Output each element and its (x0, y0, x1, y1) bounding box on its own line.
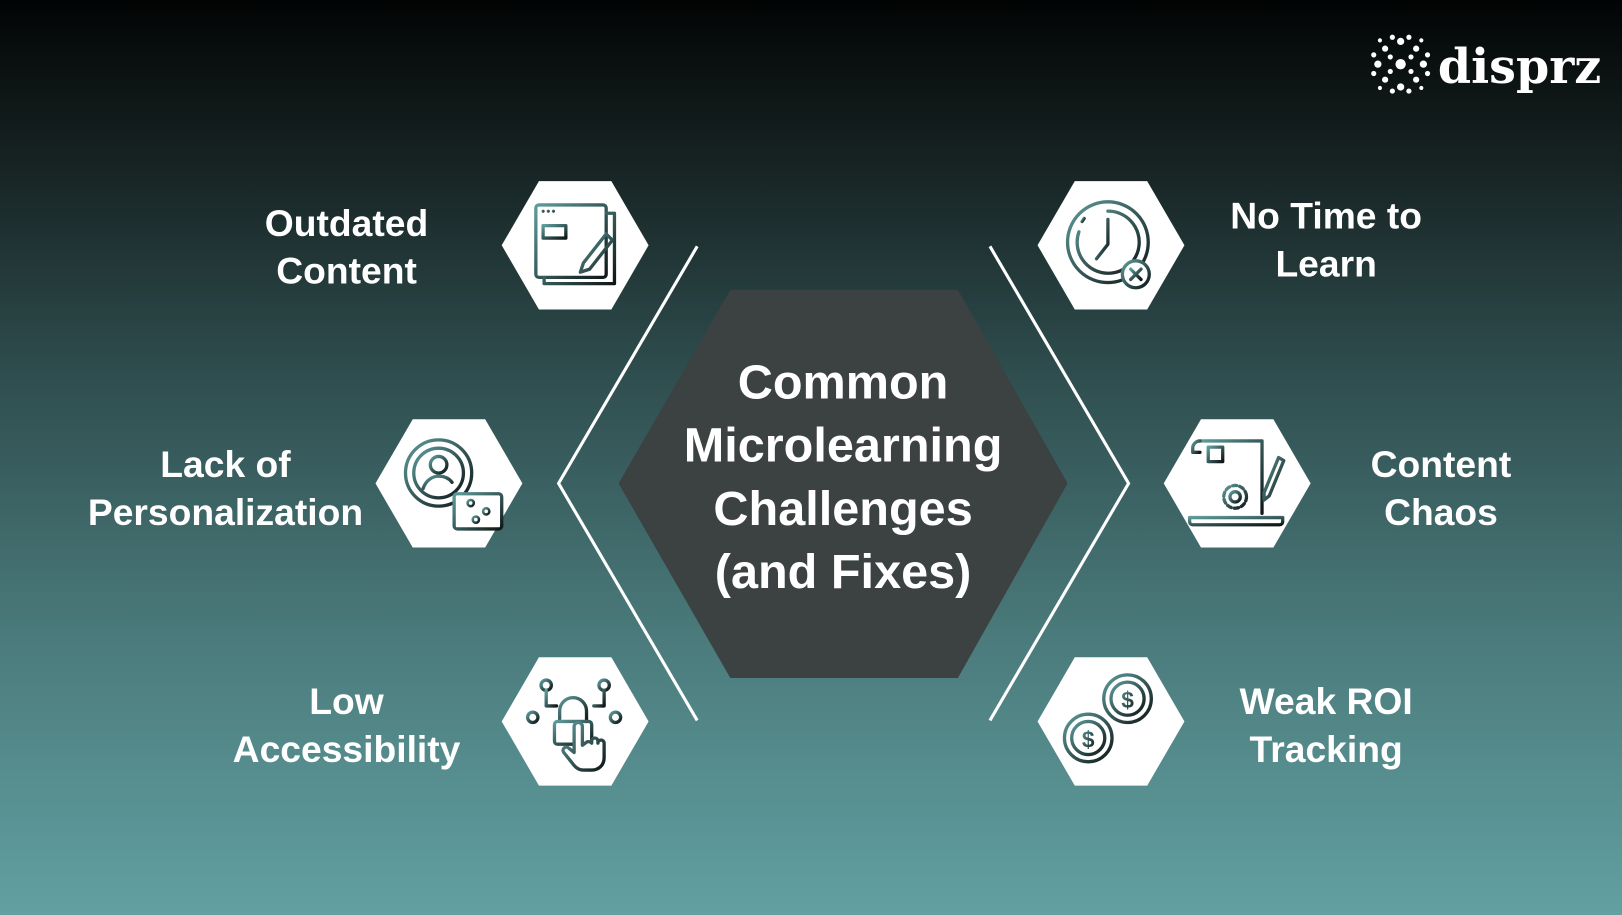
challenge-weak-roi-tracking[interactable]: $ $ Weak ROI Tracking (1037, 657, 1413, 786)
right-chevron-line (988, 245, 1131, 722)
label-line-1: Low (309, 680, 384, 722)
challenge-low-accessibility[interactable]: Low Accessibility (233, 657, 649, 786)
label-line-1: No Time to (1230, 195, 1422, 237)
document-gear-pen-icon (1187, 439, 1286, 527)
challenge-lack-of-personalization[interactable]: Lack of Personalization (88, 419, 523, 548)
title-line-1: Common (738, 355, 949, 409)
label-line-1: Content (1371, 443, 1512, 485)
label-line-1: Lack of (160, 443, 291, 485)
label-line-2: Accessibility (233, 728, 461, 770)
center-title-hexagon: Common Microlearning Challenges (and Fix… (618, 289, 1068, 678)
label-line-2: Content (276, 250, 417, 292)
dollar-coins-icon: $ $ (1062, 673, 1153, 764)
title-line-3: Challenges (713, 482, 972, 536)
label-line-2: Chaos (1384, 491, 1498, 533)
web-page-edit-icon (534, 203, 617, 286)
svg-text:$: $ (1121, 687, 1134, 713)
challenge-content-chaos[interactable]: Content Chaos (1163, 419, 1512, 548)
svg-text:$: $ (1082, 726, 1095, 752)
disprz-logo-text: disprz (1438, 39, 1601, 95)
title-line-2: Microlearning (684, 419, 1003, 473)
label-line-2: Personalization (88, 491, 363, 533)
left-chevron-line (556, 245, 699, 722)
label-line-1: Weak ROI (1240, 680, 1413, 722)
clock-cancel-icon (1065, 200, 1151, 290)
label-line-2: Tracking (1250, 728, 1403, 770)
user-settings-icon (403, 438, 504, 531)
title-line-4: (and Fixes) (715, 545, 972, 599)
disprz-logo[interactable]: disprz (1371, 34, 1601, 95)
label-line-1: Outdated (265, 202, 428, 244)
challenge-outdated-content[interactable]: Outdated Content (265, 181, 649, 310)
disprz-logo-icon (1371, 34, 1431, 94)
lock-touch-network-icon (525, 678, 623, 772)
label-line-2: Learn (1275, 242, 1376, 284)
challenge-no-time-to-learn[interactable]: No Time to Learn (1037, 181, 1422, 310)
